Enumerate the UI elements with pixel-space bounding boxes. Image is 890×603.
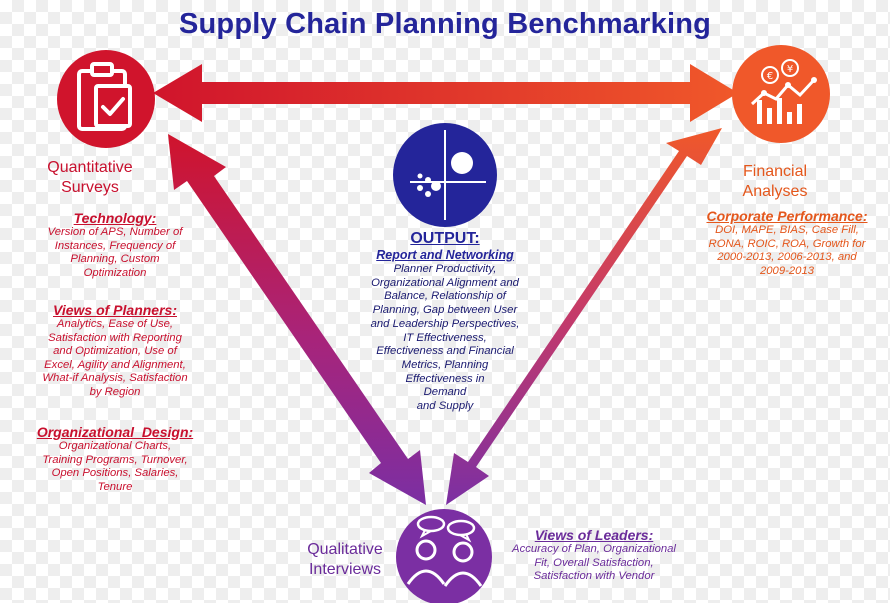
section-heading: Views of Planners: bbox=[53, 302, 177, 318]
financial-analyses-label: Financial Analyses bbox=[742, 163, 808, 200]
section-body: Accuracy of Plan, Organizational Fit, Ov… bbox=[512, 543, 676, 583]
views-of-leaders-section: Views of Leaders: Accuracy of Plan, Orga… bbox=[494, 527, 694, 584]
page-title: Supply Chain Planning Benchmarking bbox=[178, 8, 712, 40]
output-body: Planner Productivity, Organizational Ali… bbox=[370, 263, 520, 413]
right-double-arrow bbox=[446, 128, 722, 505]
svg-text:€: € bbox=[767, 71, 773, 82]
clipboard-check-icon bbox=[57, 50, 155, 148]
section-heading: Views of Leaders: bbox=[534, 527, 654, 543]
qualitative-interviews-label: Qualitative Interviews bbox=[307, 541, 383, 578]
section-body: Organizational Charts, Training Programs… bbox=[42, 440, 188, 493]
speech-bubbles-icon bbox=[396, 509, 492, 603]
quantitative-surveys-label: Quantitative Surveys bbox=[47, 159, 133, 196]
organizational-design-section: Organizational Design: Organizational Ch… bbox=[18, 424, 212, 494]
corporate-performance-section: Corporate Performance: DOI, MAPE, BIAS, … bbox=[688, 208, 886, 278]
output-heading: OUTPUT: bbox=[410, 230, 480, 247]
output-subheading: Report and Networking bbox=[376, 248, 514, 262]
top-double-arrow bbox=[153, 64, 738, 122]
output-section: OUTPUT: Report and Networking Planner Pr… bbox=[355, 230, 535, 414]
left-double-arrow bbox=[168, 134, 426, 505]
finance-chart-icon: € ¥ bbox=[732, 45, 830, 143]
section-body: DOI, MAPE, BIAS, Case Fill, RONA, ROIC, … bbox=[708, 224, 866, 277]
section-heading: Technology: bbox=[73, 210, 157, 226]
scatter-plot-icon bbox=[393, 123, 497, 227]
svg-text:¥: ¥ bbox=[787, 64, 793, 75]
section-body: Analytics, Ease of Use, Satisfaction wit… bbox=[42, 318, 188, 398]
technology-section: Technology: Version of APS, Number of In… bbox=[20, 210, 210, 280]
section-body: Version of APS, Number of Instances, Fre… bbox=[47, 226, 183, 279]
views-of-planners-section: Views of Planners: Analytics, Ease of Us… bbox=[18, 302, 212, 400]
section-heading: Organizational Design: bbox=[36, 424, 194, 440]
section-heading: Corporate Performance: bbox=[706, 208, 868, 224]
